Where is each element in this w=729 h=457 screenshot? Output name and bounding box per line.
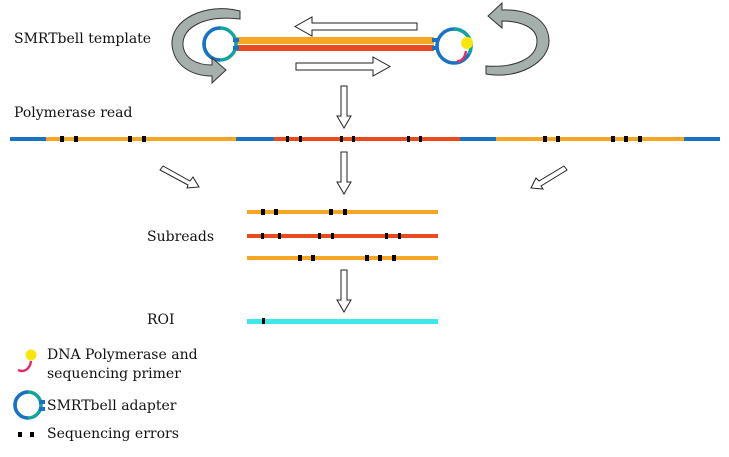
right-curved-arrow-icon	[485, 1, 550, 76]
error-mark-icon	[286, 136, 289, 142]
template-red-strand	[236, 45, 434, 51]
error-mark-icon	[298, 255, 302, 261]
read-adapter-segment	[460, 137, 496, 141]
error-mark-icon	[299, 136, 302, 142]
error-mark-icon	[340, 136, 343, 142]
polymerase-dot-icon	[461, 37, 473, 49]
left-adapter-loop-icon	[202, 26, 239, 62]
error-mark-icon	[331, 233, 334, 239]
error-mark-icon	[274, 209, 278, 215]
arrow-down-to-read-icon	[336, 85, 352, 129]
read-adapter-segment	[10, 137, 46, 141]
legend-errors-label: Sequencing errors	[47, 426, 179, 442]
roi-read	[247, 318, 438, 324]
subreads	[247, 209, 438, 261]
subread-orange	[247, 210, 438, 214]
error-mark-icon	[398, 233, 401, 239]
error-mark-icon	[385, 233, 388, 239]
legend-adapter-icon	[13, 390, 45, 420]
polymerase-read-label: Polymerase read	[14, 105, 133, 121]
legend-polymerase-line2: sequencing primer	[47, 366, 181, 383]
read-adapter-segment	[236, 137, 274, 141]
error-mark-icon	[392, 255, 396, 261]
legend-error-icon	[18, 432, 34, 437]
error-mark-icon	[611, 136, 615, 142]
smrtbell-template-label: SMRTbell template	[14, 31, 152, 47]
arrow-diag-left-icon	[159, 165, 200, 189]
error-mark-icon	[407, 136, 410, 142]
error-mark-icon	[343, 209, 347, 215]
roi-label: ROI	[147, 312, 175, 328]
read-error-marks	[60, 136, 642, 142]
primer-icon	[456, 50, 468, 63]
legend-polymerase-line1: DNA Polymerase and	[47, 347, 198, 363]
error-mark-icon	[128, 136, 132, 142]
read-orange-segment	[46, 137, 236, 141]
legend-polymerase-icon	[17, 349, 37, 373]
error-mark-icon	[262, 318, 265, 324]
subread-red	[247, 234, 438, 238]
error-mark-icon	[378, 255, 382, 261]
subread-orange	[247, 256, 438, 260]
polymerase-read	[10, 136, 720, 142]
read-red-segment	[274, 137, 460, 141]
error-mark-icon	[261, 233, 264, 239]
error-mark-icon	[60, 136, 64, 142]
left-curved-arrow-icon	[171, 8, 241, 85]
error-mark-icon	[352, 136, 355, 142]
error-mark-icon	[142, 136, 146, 142]
read-adapter-segment	[684, 137, 720, 141]
error-mark-icon	[556, 136, 560, 142]
error-mark-icon	[365, 255, 369, 261]
arrow-down-to-subreads-icon	[336, 151, 352, 195]
error-mark-icon	[261, 209, 265, 215]
legend	[13, 349, 45, 437]
arrow-diag-right-icon	[530, 165, 568, 190]
legend-polymerase-label: DNA Polymerase and sequencing primer	[47, 347, 198, 382]
error-mark-icon	[638, 136, 642, 142]
error-mark-icon	[543, 136, 547, 142]
arrow-left-top-icon	[293, 16, 418, 37]
error-mark-icon	[311, 255, 315, 261]
roi-bar	[247, 319, 438, 324]
error-mark-icon	[624, 136, 628, 142]
legend-adapter-label: SMRTbell adapter	[47, 398, 177, 414]
smrtbell-template	[171, 1, 550, 85]
arrow-down-to-roi-icon	[336, 269, 352, 313]
error-mark-icon	[74, 136, 78, 142]
arrow-right-bottom-icon	[295, 56, 392, 77]
error-mark-icon	[419, 136, 422, 142]
subreads-label: Subreads	[147, 229, 215, 245]
error-mark-icon	[318, 233, 321, 239]
right-adapter-loop-icon	[432, 27, 473, 65]
error-mark-icon	[329, 209, 333, 215]
error-mark-icon	[278, 233, 281, 239]
read-orange-segment	[496, 137, 684, 141]
subread-error-marks	[261, 209, 401, 261]
template-orange-strand	[236, 37, 434, 44]
